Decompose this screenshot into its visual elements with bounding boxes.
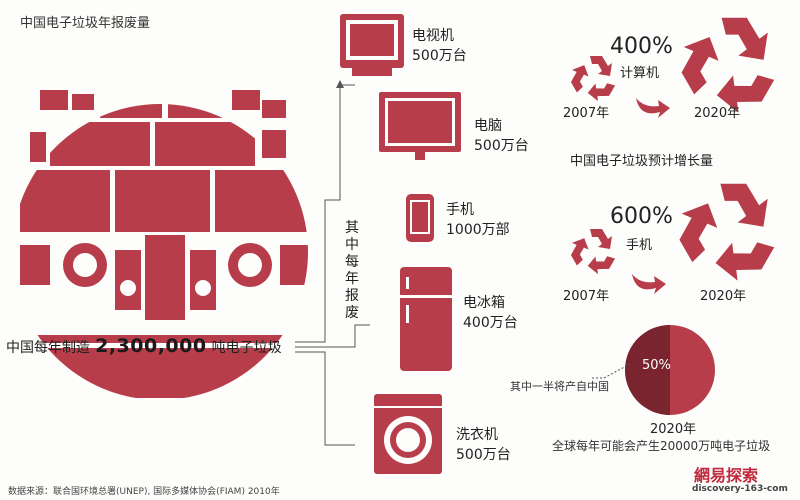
bracket-lines [295,80,370,446]
pie-pointer-line [592,363,631,379]
computer-growth-percent: 400% [610,34,673,59]
main-stat: 中国每年制造 2,300,000 吨电子垃圾 [6,335,282,357]
global-year: 2020年 [650,422,697,437]
category-label-washer: 洗衣机 500万台 [456,427,511,463]
appliance-circle-graphic [20,90,308,398]
recycle-icon-small-phone [570,229,616,275]
brand-domain: discovery-163-com [692,484,788,494]
share-label: 其中一半将产自中国 [510,380,609,393]
global-share-pie-chart [625,325,715,415]
tv-icon [340,14,404,76]
phone-from-year: 2007年 [563,289,610,304]
main-stat-value: 2,300,000 [95,335,207,357]
growth-arrow-icon [632,274,666,294]
bracket-label: 其中每年报废 [345,220,359,321]
pie-percent-label: 50% [642,358,671,373]
page-title: 中国电子垃圾年报废量 [20,16,151,31]
recycle-icon-large-computer [681,17,775,113]
recycle-icon-small-computer [570,56,616,102]
global-caption: 全球每年可能会产生20000万吨电子垃圾 [552,439,771,453]
phone-to-year: 2020年 [700,289,747,304]
growth-arrow-icon [636,98,670,118]
phone-icon [406,194,434,242]
brand-logo: 網易探索 [694,466,759,485]
category-label-fridge: 电冰箱 400万台 [463,295,518,331]
washer-icon [374,394,442,474]
source-note: 数据来源：联合国环境总署(UNEP), 国际多媒体协会(FIAM) 2010年 [8,487,280,497]
recycle-icon-large-phone [679,183,775,281]
phone-growth-percent: 600% [610,204,673,229]
main-stat-suffix: 吨电子垃圾 [211,340,282,356]
computer-from-year: 2007年 [563,106,610,121]
computer-to-year: 2020年 [694,106,741,121]
category-label-tv: 电视机 500万台 [412,28,467,64]
fridge-icon [400,267,452,371]
growth-section-title: 中国电子垃圾预计增长量 [570,154,714,169]
computer-growth-label: 计算机 [620,66,660,81]
pie-slice-china [625,325,670,415]
monitor-icon [379,92,461,160]
phone-growth-label: 手机 [626,238,653,253]
main-stat-prefix: 中国每年制造 [6,340,90,356]
category-label-phone: 手机 1000万部 [446,202,510,238]
category-label-computer: 电脑 500万台 [474,118,529,154]
